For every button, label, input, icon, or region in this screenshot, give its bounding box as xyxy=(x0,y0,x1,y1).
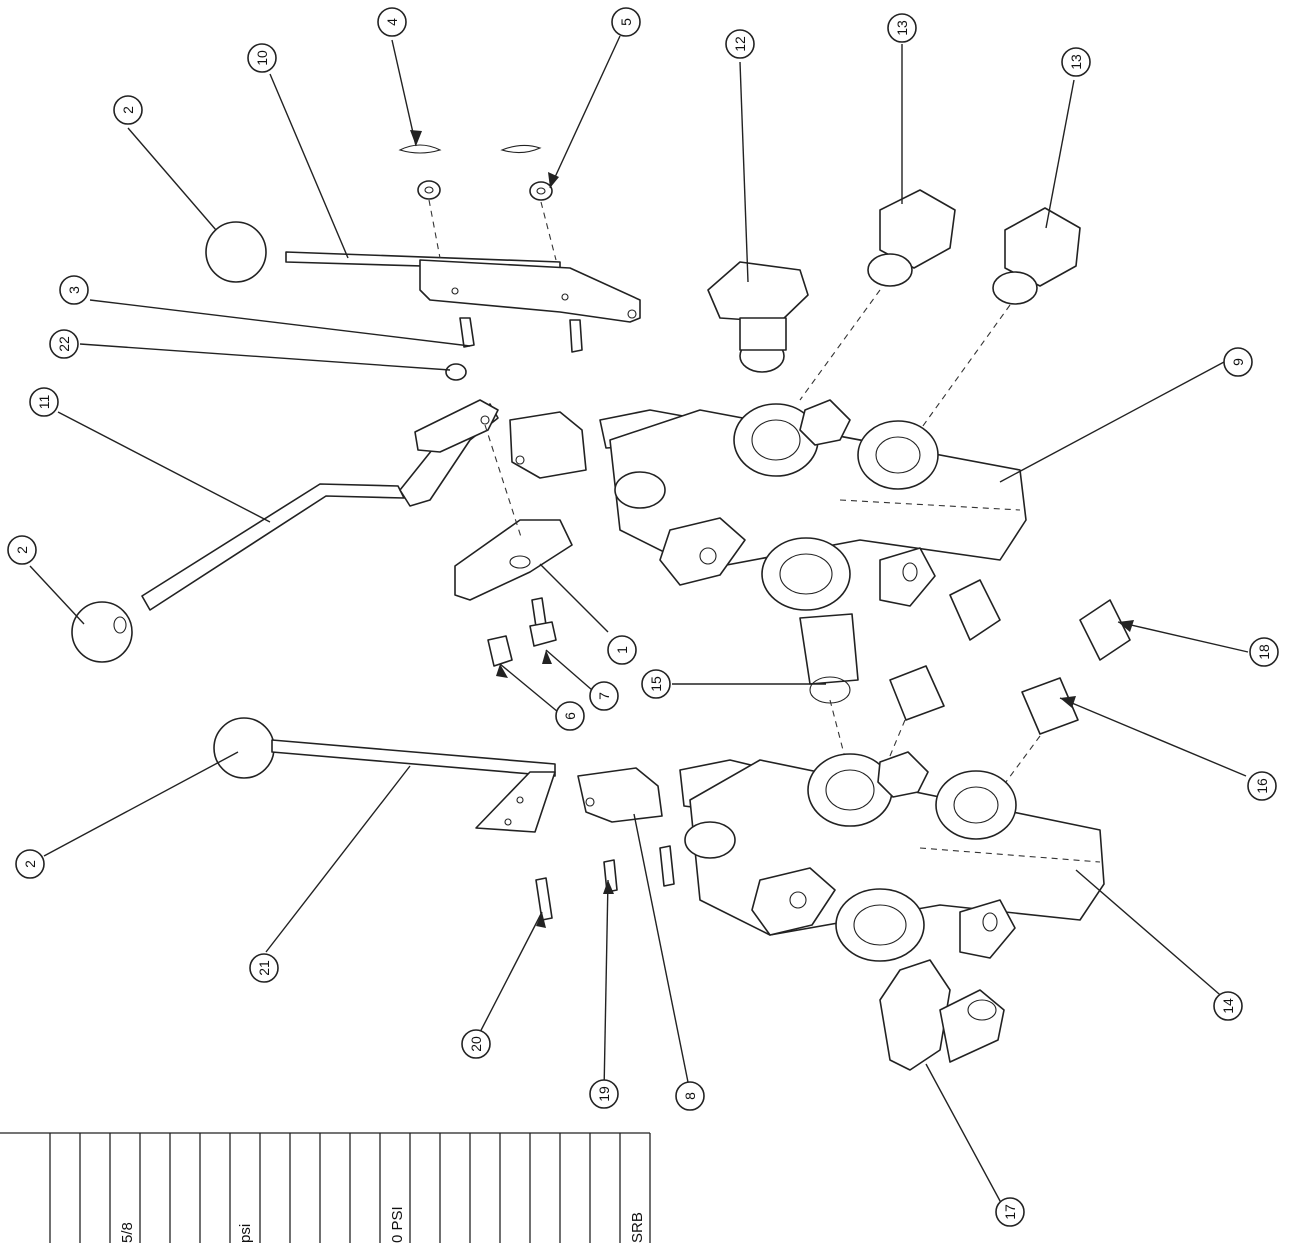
table-cell-5-8: 5/8 xyxy=(119,1222,136,1243)
pin-3 xyxy=(459,317,475,348)
lever-10 xyxy=(285,251,641,323)
bolt-7-shank xyxy=(531,597,547,628)
adapter-12 xyxy=(707,261,809,323)
callout-15: 15 xyxy=(641,669,671,699)
svg-text:8: 8 xyxy=(682,1092,698,1100)
knob-ball-bottom xyxy=(213,717,275,779)
nut-22 xyxy=(445,363,467,381)
svg-text:6: 6 xyxy=(562,712,578,720)
lever-21 xyxy=(271,739,556,833)
parts-table: 5/8 psi 0 PSI SRB xyxy=(0,1132,651,1243)
svg-text:11: 11 xyxy=(36,395,52,410)
callout-21: 21 xyxy=(249,953,279,983)
svg-text:20: 20 xyxy=(468,1036,484,1052)
parts-geometry xyxy=(71,144,1131,1071)
svg-text:12: 12 xyxy=(732,36,748,52)
callout-18: 18 xyxy=(1249,637,1279,667)
svg-text:15: 15 xyxy=(648,676,664,692)
callout-2-bottom: 2 xyxy=(15,849,45,879)
svg-text:18: 18 xyxy=(1256,644,1272,660)
callout-14: 14 xyxy=(1213,991,1243,1021)
cotter-pin-a xyxy=(398,144,442,154)
svg-text:13: 13 xyxy=(894,20,910,36)
svg-text:7: 7 xyxy=(596,692,612,700)
bolt-6 xyxy=(487,635,513,667)
svg-text:3: 3 xyxy=(66,286,82,294)
knob-ball-mid xyxy=(71,601,133,663)
fitting-15 xyxy=(799,613,859,685)
clevis-8 xyxy=(577,767,663,823)
svg-text:17: 17 xyxy=(1002,1204,1018,1220)
pin-20 xyxy=(535,877,553,921)
bolt-7-head xyxy=(529,621,557,647)
valve-body-14 xyxy=(679,751,1105,962)
svg-text:19: 19 xyxy=(596,1086,612,1102)
svg-text:1: 1 xyxy=(614,646,630,654)
svg-text:2: 2 xyxy=(14,546,30,554)
fitting-18 xyxy=(1079,599,1131,661)
callout-8: 8 xyxy=(675,1081,705,1111)
svg-text:14: 14 xyxy=(1220,998,1236,1014)
callout-3: 3 xyxy=(59,275,89,305)
knob-ball-top xyxy=(205,221,267,283)
callout-13a: 13 xyxy=(887,13,917,43)
callout-11: 11 xyxy=(29,387,59,417)
callout-20: 20 xyxy=(461,1029,491,1059)
svg-text:9: 9 xyxy=(1230,358,1246,366)
callout-19: 19 xyxy=(589,1079,619,1109)
svg-text:21: 21 xyxy=(256,960,272,976)
pin-bolt xyxy=(569,319,583,353)
svg-text:16: 16 xyxy=(1254,778,1270,794)
callout-2-mid: 2 xyxy=(7,535,37,565)
callout-bubbles: 2 4 5 10 12 13 13 3 22 11 9 xyxy=(7,7,1279,1227)
svg-text:5: 5 xyxy=(618,18,634,26)
leader-lines xyxy=(29,35,1249,1213)
elbow-13b xyxy=(1004,207,1081,287)
callout-7: 7 xyxy=(589,681,619,711)
fitting-upper-a xyxy=(949,579,1001,641)
svg-text:10: 10 xyxy=(254,50,270,66)
clevis-top xyxy=(509,411,587,479)
pin-extra xyxy=(659,845,675,887)
lever-11 xyxy=(141,399,499,611)
elbow-17 xyxy=(879,959,951,1071)
callout-9: 9 xyxy=(1223,347,1253,377)
nut-16 xyxy=(1021,677,1079,735)
callout-5: 5 xyxy=(611,7,641,37)
svg-text:2: 2 xyxy=(120,106,136,114)
table-cell-srb: SRB xyxy=(629,1212,646,1243)
cotter-pin-b xyxy=(500,144,542,154)
plate-1 xyxy=(454,519,573,601)
nut-upper xyxy=(889,665,945,721)
svg-text:4: 4 xyxy=(384,18,400,26)
callout-16: 16 xyxy=(1247,771,1277,801)
callout-17: 17 xyxy=(995,1197,1025,1227)
callout-12: 12 xyxy=(725,29,755,59)
svg-text:22: 22 xyxy=(56,336,72,352)
svg-text:2: 2 xyxy=(22,860,38,868)
elbow-13a xyxy=(879,189,956,269)
callout-1: 1 xyxy=(607,635,637,665)
callout-13b: 13 xyxy=(1061,47,1091,77)
callout-2-top: 2 xyxy=(113,95,143,125)
callout-6: 6 xyxy=(555,701,585,731)
valve-body-9 xyxy=(599,399,1027,611)
callout-22: 22 xyxy=(49,329,79,359)
table-cell-psi: psi xyxy=(237,1224,254,1243)
callout-4: 4 xyxy=(377,7,407,37)
table-cell-0-psi: 0 PSI xyxy=(389,1206,406,1243)
svg-text:13: 13 xyxy=(1068,54,1084,70)
callout-10: 10 xyxy=(247,43,277,73)
